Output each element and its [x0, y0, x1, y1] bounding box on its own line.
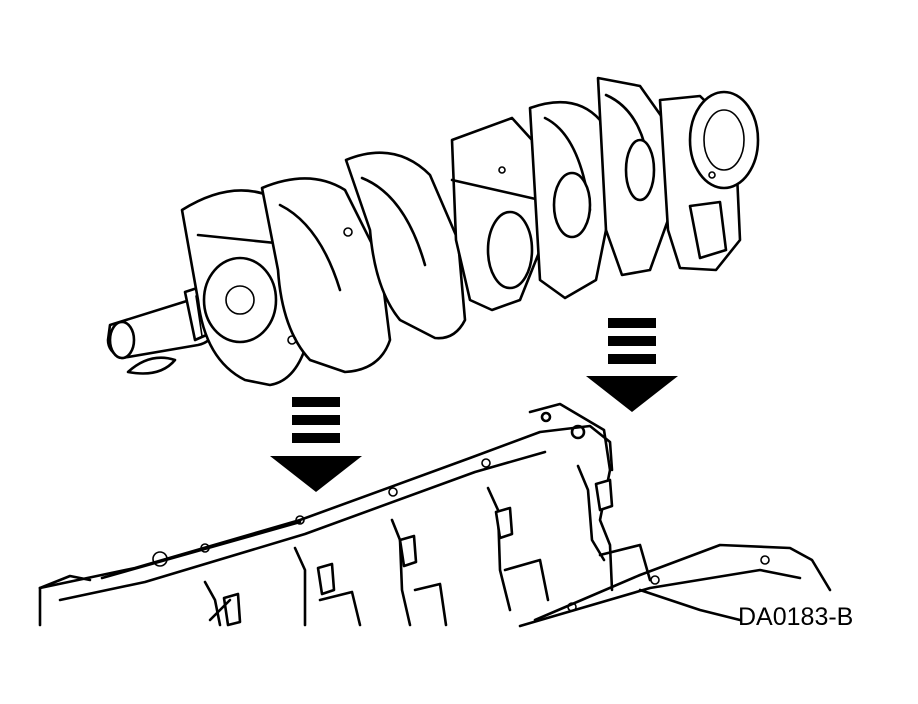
right-down-arrow-icon: [586, 318, 678, 412]
figure-code-label: DA0183-B: [738, 603, 854, 631]
crankshaft: [106, 76, 760, 387]
engine-block: [38, 402, 832, 628]
left-down-arrow-icon: [270, 397, 362, 492]
